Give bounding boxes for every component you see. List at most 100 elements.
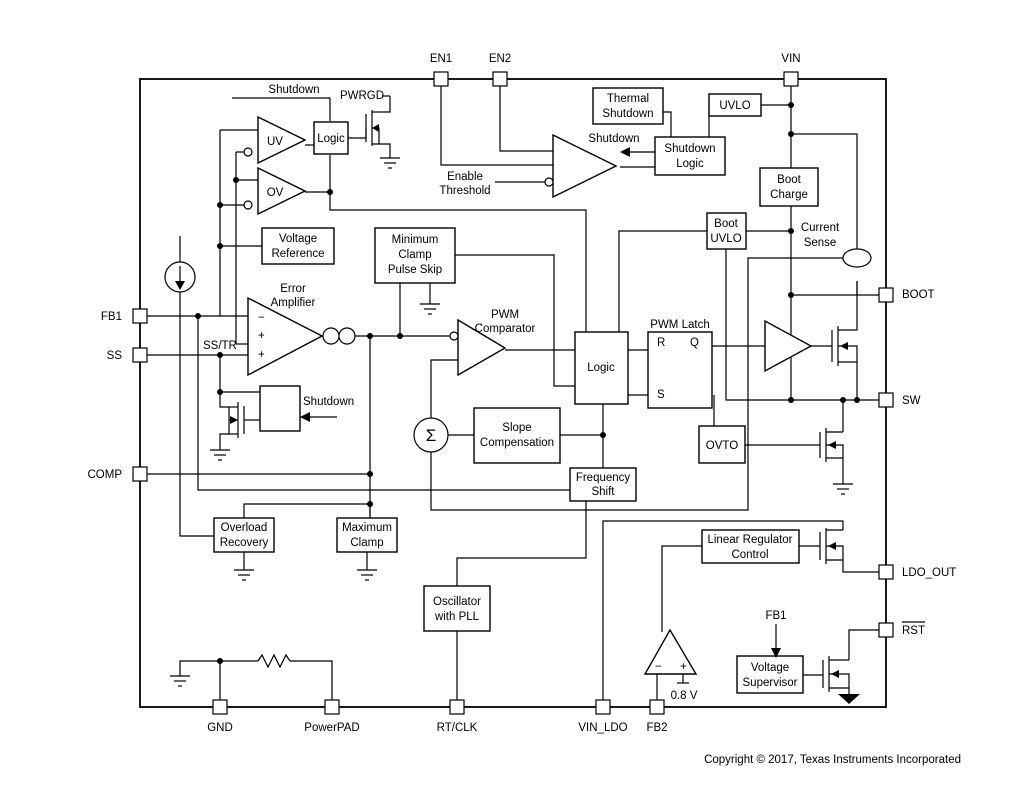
shutdown-arrow-icon bbox=[620, 147, 630, 157]
voltage-reference-line1: Voltage bbox=[279, 233, 317, 245]
ss-label: SS bbox=[107, 350, 123, 362]
linear-regulator-line1: Linear Regulator bbox=[707, 534, 792, 546]
ldo-out-pin[interactable] bbox=[878, 564, 894, 580]
pwm-latch-block bbox=[647, 331, 713, 409]
sigma-text: Σ bbox=[426, 426, 437, 445]
shutdown-logic-line1: Shutdown bbox=[664, 143, 715, 155]
pwm-comp-bubble bbox=[449, 331, 459, 341]
error-amp-plus2: + bbox=[258, 349, 265, 361]
thermal-shutdown-line2: Shutdown bbox=[602, 108, 653, 120]
ovto-text: OVTO bbox=[706, 440, 738, 452]
thermal-shutdown-line1: Thermal bbox=[607, 93, 649, 105]
ss-pin[interactable] bbox=[132, 347, 148, 363]
rst-pin[interactable] bbox=[878, 622, 894, 638]
ss-tr-label: SS/TR bbox=[203, 340, 237, 352]
low-side-fet bbox=[819, 428, 844, 462]
uvlo-block bbox=[708, 93, 762, 117]
fb1-pin[interactable] bbox=[132, 308, 148, 324]
powerpad-pin[interactable] bbox=[324, 699, 340, 715]
ovto-block bbox=[698, 425, 746, 464]
free-labels: Shutdown PWRGD Shutdown Enable Threshold… bbox=[203, 84, 840, 702]
ss-shutdown-fet bbox=[228, 402, 245, 438]
ldo-fet bbox=[819, 528, 844, 564]
min-clamp-line2: Clamp bbox=[398, 249, 431, 261]
rt-clk-label: RT/CLK bbox=[437, 722, 478, 734]
min-clamp-line1: Minimum bbox=[392, 234, 439, 246]
comp-pin[interactable] bbox=[132, 466, 148, 482]
function-blocks: Logic Thermal Shutdown UVLO Shutdown Log… bbox=[213, 87, 819, 694]
voltage-reference-block bbox=[261, 227, 335, 265]
powerpad-label: PowerPAD bbox=[304, 722, 359, 734]
linear-regulator-line2: Control bbox=[731, 549, 768, 561]
uv-comparator bbox=[257, 115, 307, 165]
pins: EN1 EN2 VIN FB1 SS COMP BOOT SW LDO_OUT … bbox=[88, 53, 957, 734]
frequency-shift-block bbox=[569, 467, 637, 502]
vin-label: VIN bbox=[781, 53, 800, 65]
sw-label: SW bbox=[902, 395, 921, 407]
ldo-amp-plus: + bbox=[680, 661, 687, 673]
error-amp-plus: + bbox=[258, 330, 265, 342]
shutdown-comparator-label: Shutdown bbox=[588, 133, 639, 145]
gate-driver bbox=[764, 319, 813, 373]
overload-recovery-line1: Overload bbox=[221, 522, 268, 534]
ldo-amp-minus: − bbox=[655, 661, 662, 673]
ldo-ref-label: 0.8 V bbox=[671, 690, 698, 702]
transistors bbox=[228, 110, 858, 692]
error-amp-title-line1: Error bbox=[280, 283, 306, 295]
pwm-latch-title: PWM Latch bbox=[650, 319, 709, 331]
latch-q: Q bbox=[690, 337, 699, 349]
rt-clk-pin[interactable] bbox=[449, 699, 465, 715]
fb2-pin[interactable] bbox=[649, 699, 665, 715]
oscillator-block bbox=[423, 585, 491, 632]
thermal-shutdown-block bbox=[592, 87, 664, 125]
gnd-pin[interactable] bbox=[212, 699, 228, 715]
error-amplifier bbox=[247, 296, 324, 377]
gm-circle-2 bbox=[338, 327, 356, 345]
en1-label: EN1 bbox=[430, 53, 452, 65]
high-side-fet bbox=[831, 281, 858, 370]
voltage-supervisor-line1: Voltage bbox=[751, 662, 789, 674]
vin-pin[interactable] bbox=[783, 71, 799, 87]
boot-uvlo-line1: Boot bbox=[714, 218, 738, 230]
vin-ldo-pin[interactable] bbox=[595, 699, 611, 715]
min-clamp-line3: Pulse Skip bbox=[388, 264, 442, 276]
rst-fet bbox=[822, 656, 850, 692]
uv-bubble bbox=[243, 147, 253, 157]
slope-comp-line2: Compensation bbox=[480, 437, 554, 449]
fb1-label: FB1 bbox=[101, 311, 122, 323]
slope-comp-block bbox=[473, 407, 561, 464]
frequency-shift-line2: Shift bbox=[591, 486, 615, 498]
pwrgd-label: PWRGD bbox=[340, 90, 384, 102]
enable-comparator bbox=[552, 133, 618, 199]
current-sense-line2: Sense bbox=[804, 237, 837, 249]
en2-pin[interactable] bbox=[492, 71, 508, 87]
boot-uvlo-line2: UVLO bbox=[710, 233, 741, 245]
boot-charge-block bbox=[759, 167, 819, 207]
enable-bubble bbox=[544, 177, 554, 187]
pwrgd-fet bbox=[365, 110, 380, 146]
sw-pin[interactable] bbox=[878, 392, 894, 408]
uvlo-text: UVLO bbox=[719, 100, 750, 112]
gnd-label: GND bbox=[207, 722, 233, 734]
main-logic-block bbox=[574, 331, 629, 405]
ov-bubble bbox=[243, 200, 253, 210]
fb2-label: FB2 bbox=[646, 722, 667, 734]
boot-label: BOOT bbox=[902, 289, 935, 301]
vin-ldo-label: VIN_LDO bbox=[578, 722, 627, 734]
misc-symbols: Σ bbox=[164, 147, 872, 704]
rst-label: RST bbox=[902, 625, 925, 637]
en1-pin[interactable] bbox=[433, 71, 449, 87]
voltage-supervisor-block bbox=[736, 655, 804, 694]
en2-label: EN2 bbox=[489, 53, 511, 65]
slope-comp-line1: Slope bbox=[502, 422, 531, 434]
ov-label: OV bbox=[267, 187, 284, 199]
ov-comparator bbox=[257, 166, 307, 216]
enable-threshold-line1: Enable bbox=[447, 171, 483, 183]
pwrgd-logic-block bbox=[313, 121, 349, 155]
pwrgd-logic-text: Logic bbox=[317, 133, 345, 145]
boot-pin[interactable] bbox=[878, 287, 894, 303]
pwm-comp-title-line2: Comparator bbox=[475, 323, 536, 335]
main-logic-text: Logic bbox=[587, 362, 615, 374]
uv-label: UV bbox=[267, 136, 283, 148]
